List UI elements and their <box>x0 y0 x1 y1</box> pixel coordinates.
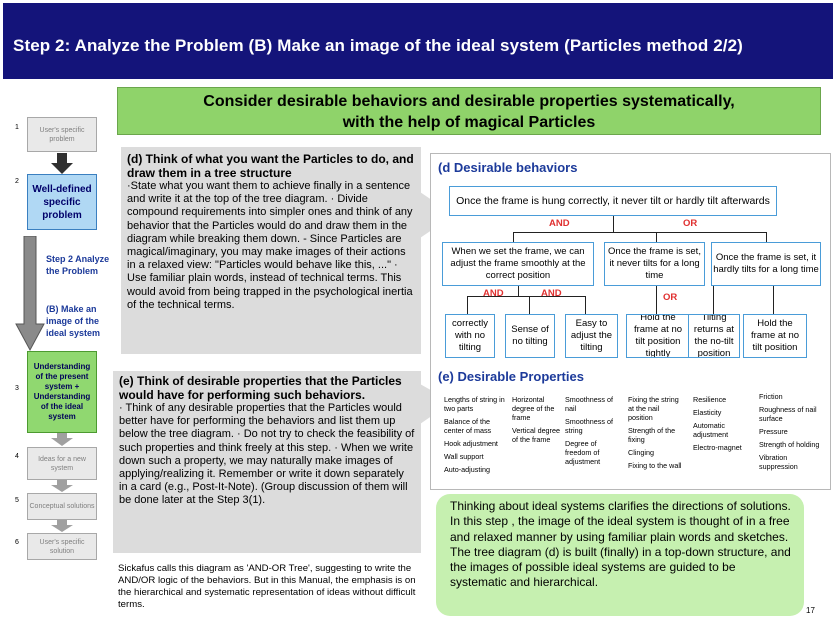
property-item: Balance of the center of mass <box>444 417 492 435</box>
tree-connector <box>613 216 614 232</box>
tree-leaf-hold: Hold the frame at no tilt position <box>743 314 807 358</box>
banner-line-2: with the help of magical Particles <box>342 114 596 131</box>
tree-connector <box>656 232 657 242</box>
property-item: Auto-adjusting <box>444 465 490 474</box>
logic-or-2: OR <box>663 292 678 303</box>
property-item: Fixing to the wall <box>628 461 682 470</box>
down-arrow-icon <box>51 153 73 174</box>
tree-connector <box>467 296 468 314</box>
property-item: Automatic adjustment <box>693 421 729 439</box>
property-item: Pressure <box>759 427 788 436</box>
side-label-make-image: (B) Make an image of the ideal system <box>46 304 101 338</box>
down-arrow-icon <box>51 480 73 492</box>
long-down-arrow-icon <box>15 236 45 352</box>
step-number-4: 4 <box>15 453 19 460</box>
tree-leaf-easy: Easy to adjust the tilting <box>565 314 618 358</box>
properties-column-1: Lengths of string in two parts Balance o… <box>444 395 508 478</box>
property-item: Smoothness of nail <box>565 395 613 413</box>
step-box-6: User's specific solution <box>27 533 97 560</box>
tree-connector <box>518 286 519 296</box>
property-item: Lengths of string in two parts <box>444 395 505 413</box>
property-item: Roughness of nail surface <box>759 405 817 423</box>
tree-node-adjust: When we set the frame, we can adjust the… <box>442 242 594 286</box>
step-box-1: User's specific problem <box>27 117 97 152</box>
property-item: Vibration suppression <box>759 453 798 471</box>
tree-node-never-tilts: Once the frame is set, it never tilts fo… <box>604 242 705 286</box>
property-item: Wall support <box>444 452 484 461</box>
property-item: Horizontal degree of the frame <box>512 395 555 422</box>
summary-note: Thinking about ideal systems clarifies t… <box>436 494 804 616</box>
section-e-body: · Think of any desirable properties that… <box>119 402 415 507</box>
section-d-callout: (d) Think of what you want the Particles… <box>121 147 421 354</box>
tree-connector <box>513 232 767 233</box>
property-item: Strength of the fixing <box>628 426 676 444</box>
tree-leaf-hold-tightly: Hold the frame at no tilt position tight… <box>626 314 690 358</box>
tree-connector <box>467 296 585 297</box>
step-box-5: Conceptual solutions <box>27 493 97 520</box>
down-arrow-icon <box>51 433 73 446</box>
banner-line-1: Consider desirable behaviors and desirab… <box>203 93 735 110</box>
step-number-3: 3 <box>15 385 19 392</box>
properties-column-3: Smoothness of nail Smoothness of string … <box>565 395 615 470</box>
property-item: Resilience <box>693 395 727 404</box>
logic-and-1: AND <box>549 218 570 229</box>
logic-and-3: AND <box>541 288 562 299</box>
property-item: Friction <box>759 392 783 401</box>
tree-root: Once the frame is hung correctly, it nev… <box>449 186 777 216</box>
section-d-heading: (d) Think of what you want the Particles… <box>127 152 414 180</box>
tree-connector <box>713 286 714 314</box>
section-e-heading: (e) Think of desirable properties that t… <box>119 374 402 402</box>
tree-node-hardly-tilts: Once the frame is set, it hardly tilts f… <box>711 242 821 286</box>
property-item: Hook adjustment <box>444 439 498 448</box>
logic-or-1: OR <box>683 218 698 229</box>
tree-leaf-returns: Tilting returns at the no-tilt position <box>688 314 740 358</box>
tree-connector <box>766 232 767 242</box>
properties-title: (e) Desirable Properties <box>438 369 584 384</box>
title-bar: Step 2: Analyze the Problem (B) Make an … <box>3 3 833 79</box>
section-d-body: ·State what you want them to achieve fin… <box>127 180 413 311</box>
behaviors-panel: (d Desirable behaviors Once the frame is… <box>430 153 831 490</box>
step-number-2: 2 <box>15 178 19 185</box>
section-e-callout: (e) Think of desirable properties that t… <box>113 371 421 553</box>
tree-connector <box>773 286 774 314</box>
properties-column-4: Fixing the string at the nail position S… <box>628 395 682 474</box>
tree-connector <box>513 232 514 242</box>
step-number-1: 1 <box>15 124 19 131</box>
properties-column-6: Friction Roughness of nail surface Press… <box>759 392 825 475</box>
page-title: Step 2: Analyze the Problem (B) Make an … <box>13 36 743 55</box>
tree-connector <box>656 286 657 314</box>
step-number-5: 5 <box>15 497 19 504</box>
tree-leaf-correctly: correctly with no tilting <box>445 314 495 358</box>
footnote: Sickafus calls this diagram as 'AND-OR T… <box>118 563 416 610</box>
property-item: Smoothness of string <box>565 417 613 435</box>
step-box-3: Understanding of the present system + Un… <box>27 351 97 433</box>
properties-column-2: Horizontal degree of the frame Vertical … <box>512 395 560 448</box>
tree-leaf-sense: Sense of no tilting <box>505 314 555 358</box>
properties-column-5: Resilience Elasticity Automatic adjustme… <box>693 395 751 456</box>
down-arrow-icon <box>51 520 73 532</box>
banner: Consider desirable behaviors and desirab… <box>117 87 821 135</box>
tree-connector <box>529 296 530 314</box>
property-item: Strength of holding <box>759 440 820 449</box>
property-item: Degree of freedom of adjustment <box>565 439 601 466</box>
page-number: 17 <box>806 606 815 615</box>
step-box-4: Ideas for a new system <box>27 447 97 480</box>
step-number-6: 6 <box>15 539 19 546</box>
step-box-2: Well-defined specific problem <box>27 174 97 230</box>
logic-and-2: AND <box>483 288 504 299</box>
property-item: Vertical degree of the frame <box>512 426 560 444</box>
side-label-step2: Step 2 Analyze the Problem <box>46 254 110 276</box>
property-item: Elasticity <box>693 408 722 417</box>
behaviors-title: (d Desirable behaviors <box>438 160 578 175</box>
tree-connector <box>585 296 586 314</box>
property-item: Clinging <box>628 448 654 457</box>
property-item: Fixing the string at the nail position <box>628 395 679 422</box>
property-item: Electro-magnet <box>693 443 742 452</box>
